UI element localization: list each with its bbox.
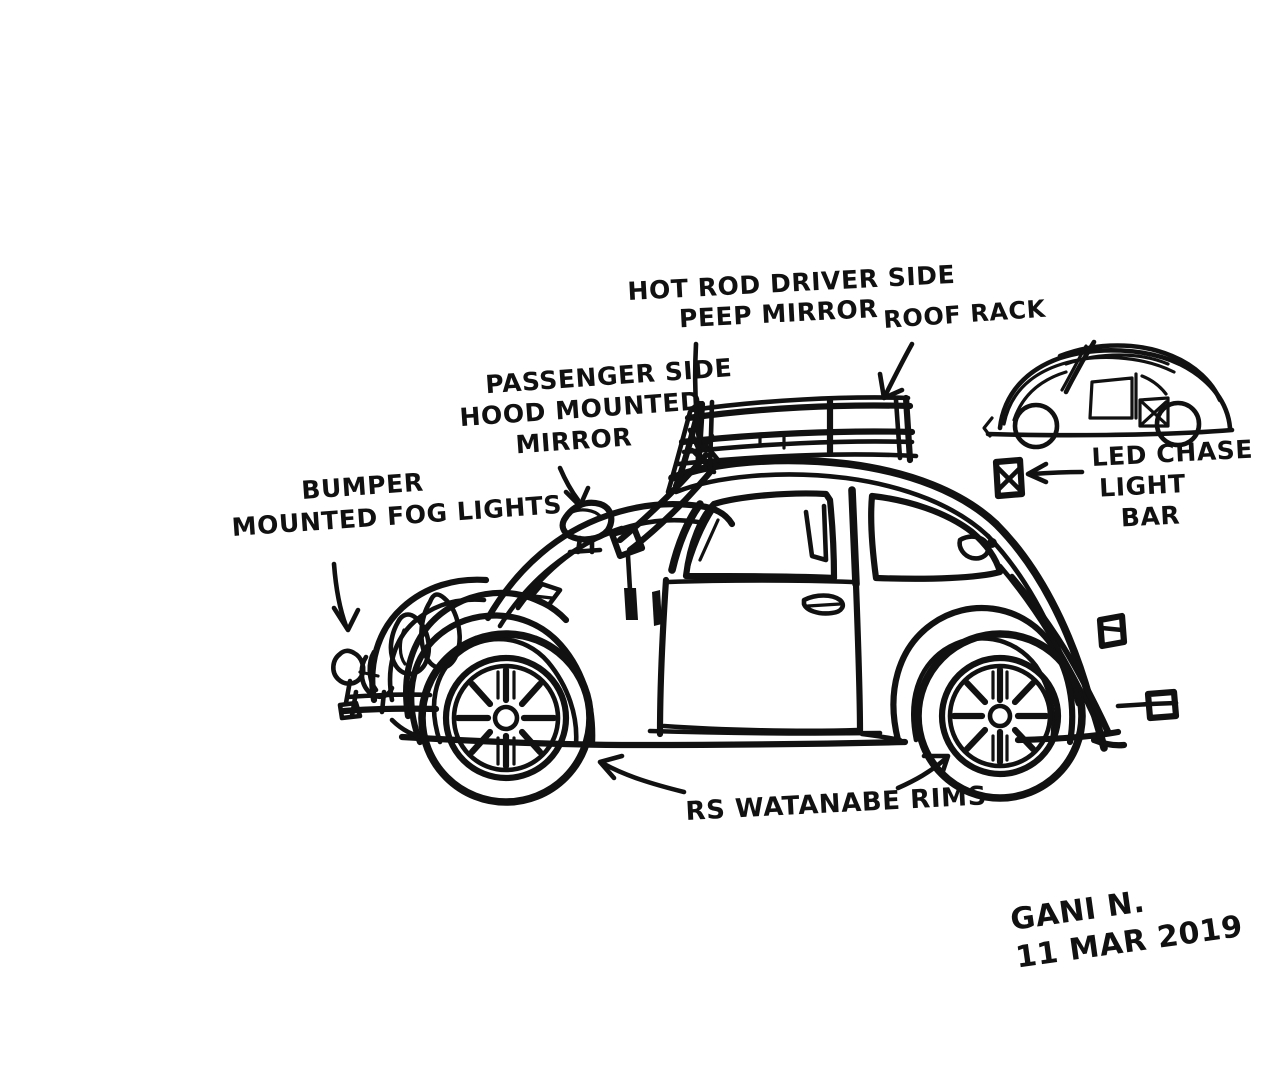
label-led-chase-light-bar: LED CHASE LIGHT BAR	[1091, 435, 1254, 533]
label-roof-rack-line1: ROOF RACK	[882, 295, 1047, 334]
label-rims-line1: RS WATANABE RIMS	[685, 781, 988, 827]
rear-engine-lid-and-light-bar	[992, 456, 1180, 749]
label-bumper-fog-lights: BUMPER MOUNTED FOG LIGHTS	[231, 468, 563, 542]
label-roof-rack: ROOF RACK	[882, 295, 1047, 334]
arrow-fog-lights	[331, 561, 361, 633]
roof-rack	[665, 394, 919, 495]
label-light-bar-line2: LIGHT	[1098, 469, 1186, 502]
annotation-labels: HOT ROD DRIVER SIDE PEEP MIRROR ROOF RAC…	[231, 260, 1254, 976]
cabin-greenhouse	[668, 456, 1108, 752]
label-rs-watanabe-rims: RS WATANABE RIMS	[685, 781, 988, 827]
arrow-hood-mirror	[557, 465, 591, 509]
arrow-light-bar	[1025, 461, 1085, 485]
front-wheel-rs-watanabe	[418, 630, 594, 806]
beetle-main-drawing	[331, 394, 1180, 806]
arrow-roof-rack	[877, 341, 915, 401]
label-light-bar-line3: BAR	[1120, 500, 1181, 532]
label-hood-mirror-line3: MIRROR	[515, 422, 634, 459]
thumbnail-beetle-sketch	[982, 339, 1235, 450]
arrow-peep-mirror	[687, 341, 715, 455]
driver-door	[652, 576, 864, 738]
annotation-arrows	[331, 341, 1085, 795]
signature-block: GANI N. 11 MAR 2019	[1008, 884, 1245, 975]
arrow-rims-rear	[895, 753, 951, 791]
rocker-and-ground-line	[398, 728, 1122, 749]
rear-fender-and-quarter	[859, 604, 1076, 746]
arrow-rims-front	[597, 753, 687, 795]
rear-wheel-rs-watanabe	[914, 630, 1086, 802]
label-light-bar-line1: LED CHASE	[1091, 435, 1254, 472]
label-fog-lights-line1: BUMPER	[300, 468, 424, 505]
hood-mounted-mirror	[559, 499, 615, 555]
